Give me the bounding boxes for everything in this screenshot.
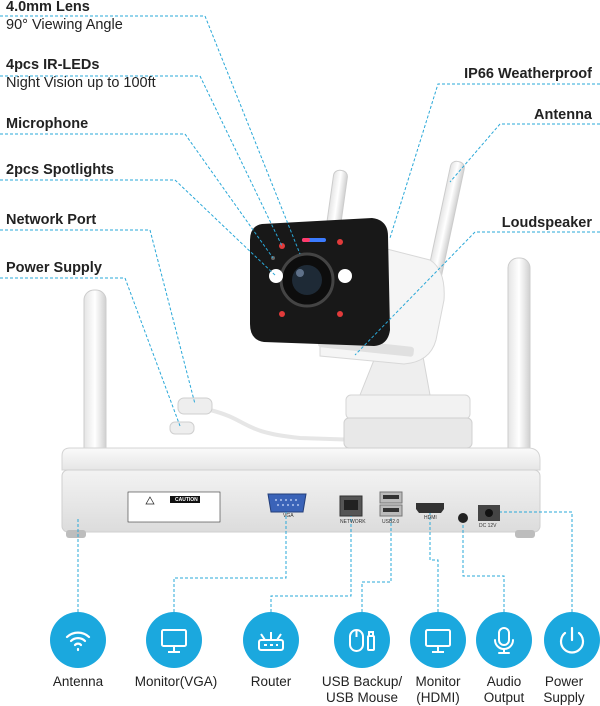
- callout-power-title: Power Supply: [6, 260, 102, 276]
- callout-mic: Microphone: [6, 115, 88, 133]
- mic-callout-line: [0, 133, 274, 259]
- power-callout-line: [0, 277, 181, 427]
- callout-ip66: IP66 Weatherproof: [464, 65, 592, 83]
- usb-mouse-icon: [334, 612, 390, 668]
- vga-label: VGA: [283, 513, 294, 519]
- callout-lens-title: 4.0mm Lens: [6, 0, 90, 15]
- callout-power: Power Supply: [6, 259, 102, 277]
- callout-lens-sub: 90° Viewing Angle: [6, 17, 123, 33]
- callout-antenna-title: Antenna: [534, 107, 592, 123]
- usb-label: USB2.0: [382, 519, 400, 525]
- callout-speaker-title: Loudspeaker: [501, 215, 592, 231]
- ir-callout-line: [0, 75, 283, 247]
- dc-label: DC 12V: [479, 523, 497, 529]
- port-caption-monitor-vga: Monitor(VGA): [134, 674, 218, 689]
- ethernet-connector: [177, 397, 213, 415]
- network-label: NETWORK: [340, 519, 366, 525]
- spotlight-left: [269, 269, 283, 283]
- monitor-icon: [146, 612, 202, 668]
- caution-text: CAUTION: [175, 497, 198, 503]
- vga-port: [267, 493, 307, 513]
- monitor-icon: [410, 612, 466, 668]
- ip66-callout-line: [389, 83, 600, 239]
- callout-lens: 4.0mm Lens 90° Viewing Angle: [6, 0, 123, 34]
- callout-ip66-title: IP66 Weatherproof: [464, 66, 592, 82]
- callout-ir-sub: Night Vision up to 100ft: [6, 75, 156, 91]
- callout-spot: 2pcs Spotlights: [6, 161, 114, 179]
- port-caption-audio: Audio Output: [483, 674, 525, 705]
- speaker-callout-line: [354, 231, 600, 356]
- callout-net-title: Network Port: [6, 212, 97, 228]
- callout-ir: 4pcs IR-LEDs Night Vision up to 100ft: [6, 56, 156, 92]
- nvr-body: [61, 447, 541, 471]
- port-caption-antenna: Antenna: [52, 674, 104, 689]
- hdmi-label: HDMI: [424, 515, 437, 521]
- port-caption-usb: USB Backup/ USB Mouse: [321, 674, 403, 705]
- power-icon: [544, 612, 600, 668]
- callout-antenna: Antenna: [534, 106, 592, 124]
- router-icon: [243, 612, 299, 668]
- port-caption-router: Router: [250, 674, 292, 689]
- callout-speaker: Loudspeaker: [502, 214, 592, 232]
- net-callout-line: [0, 229, 196, 405]
- callout-spot-title: 2pcs Spotlights: [6, 162, 114, 178]
- port-caption-monitor-hdmi: Monitor (HDMI): [415, 674, 461, 705]
- callout-ir-title: 4pcs IR-LEDs: [6, 57, 100, 73]
- callout-net: Network Port: [6, 211, 96, 229]
- microphone-icon: [476, 612, 532, 668]
- callout-mic-title: Microphone: [6, 116, 89, 132]
- antenna-callout-line: [449, 123, 600, 183]
- audio-jack: [458, 513, 468, 523]
- spot-callout-line: [0, 179, 277, 277]
- port-caption-power: Power Supply: [543, 674, 585, 705]
- hdmi-port: [416, 503, 444, 513]
- wifi-icon: [50, 612, 106, 668]
- spotlight-right: [338, 269, 352, 283]
- lens-callout-line: [0, 15, 301, 255]
